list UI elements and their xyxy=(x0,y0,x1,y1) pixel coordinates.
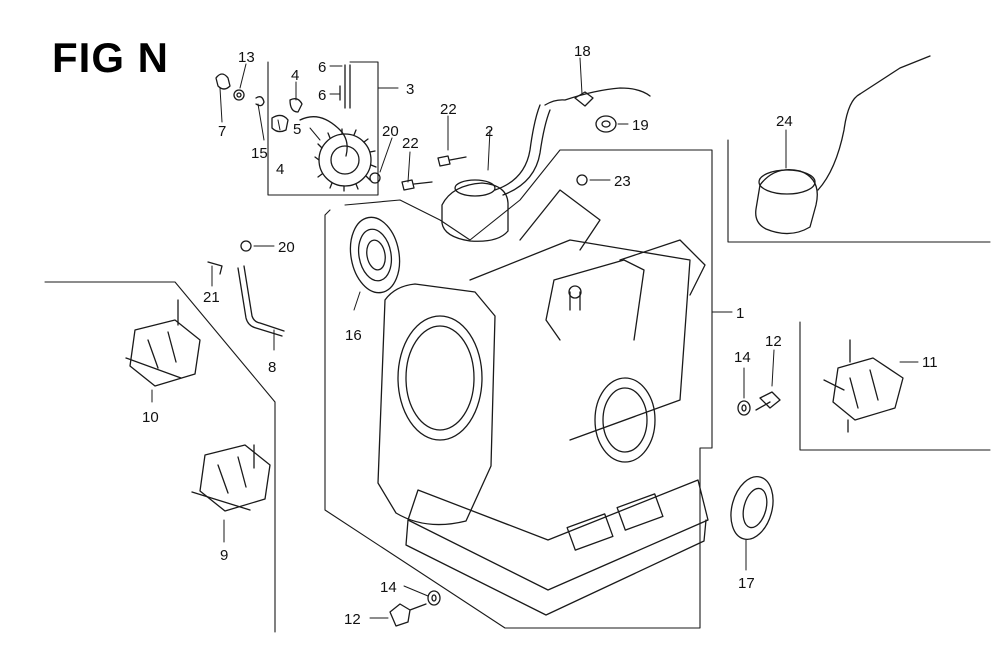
callout-14a: 14 xyxy=(734,349,751,366)
callout-5: 5 xyxy=(293,121,301,138)
oil-seal-17 xyxy=(730,476,774,540)
callout-14b: 14 xyxy=(380,579,397,596)
callout-22a: 22 xyxy=(440,101,457,118)
callout-19: 19 xyxy=(632,117,649,134)
callout-21: 21 xyxy=(203,289,220,306)
callout-24: 24 xyxy=(776,113,793,130)
callout-2: 2 xyxy=(485,123,493,140)
callout-16: 16 xyxy=(345,327,362,344)
leader-lines xyxy=(151,57,919,619)
callout-6b: 6 xyxy=(318,87,326,104)
callout-20a: 20 xyxy=(382,123,399,140)
group-boundaries xyxy=(44,61,991,633)
engine-mount-9 xyxy=(191,444,271,512)
callout-18: 18 xyxy=(574,43,591,60)
bolts-and-washers xyxy=(389,391,781,627)
oil-pump-parts xyxy=(215,64,381,192)
callout-7: 7 xyxy=(218,123,226,140)
callout-1: 1 xyxy=(736,305,744,322)
bearing-16 xyxy=(349,216,401,294)
callout-15: 15 xyxy=(251,145,268,162)
callout-labels: 13 7 4 6 6 3 5 15 4 18 22 2 19 20 22 23 … xyxy=(142,43,938,628)
callout-13: 13 xyxy=(238,49,255,66)
breather-tube-8 xyxy=(207,240,285,337)
callout-23: 23 xyxy=(614,173,631,190)
callout-4a: 4 xyxy=(291,67,299,84)
engine-mount-11 xyxy=(823,339,904,433)
figure-title: FIG N xyxy=(52,34,169,81)
cable-24 xyxy=(755,55,931,235)
callout-10: 10 xyxy=(142,409,159,426)
callout-12a: 12 xyxy=(765,333,782,350)
callout-8: 8 xyxy=(268,359,276,376)
callout-12b: 12 xyxy=(344,611,361,628)
callout-11: 11 xyxy=(922,354,938,371)
callout-17: 17 xyxy=(738,575,755,592)
crankcase-1 xyxy=(377,189,709,616)
oil-filler-parts xyxy=(401,87,651,242)
callout-3: 3 xyxy=(406,81,414,98)
callout-6a: 6 xyxy=(318,59,326,76)
callout-22b: 22 xyxy=(402,135,419,152)
callout-4b: 4 xyxy=(276,161,284,178)
callout-20b: 20 xyxy=(278,239,295,256)
engine-mount-10 xyxy=(125,299,201,387)
callout-9: 9 xyxy=(220,547,228,564)
